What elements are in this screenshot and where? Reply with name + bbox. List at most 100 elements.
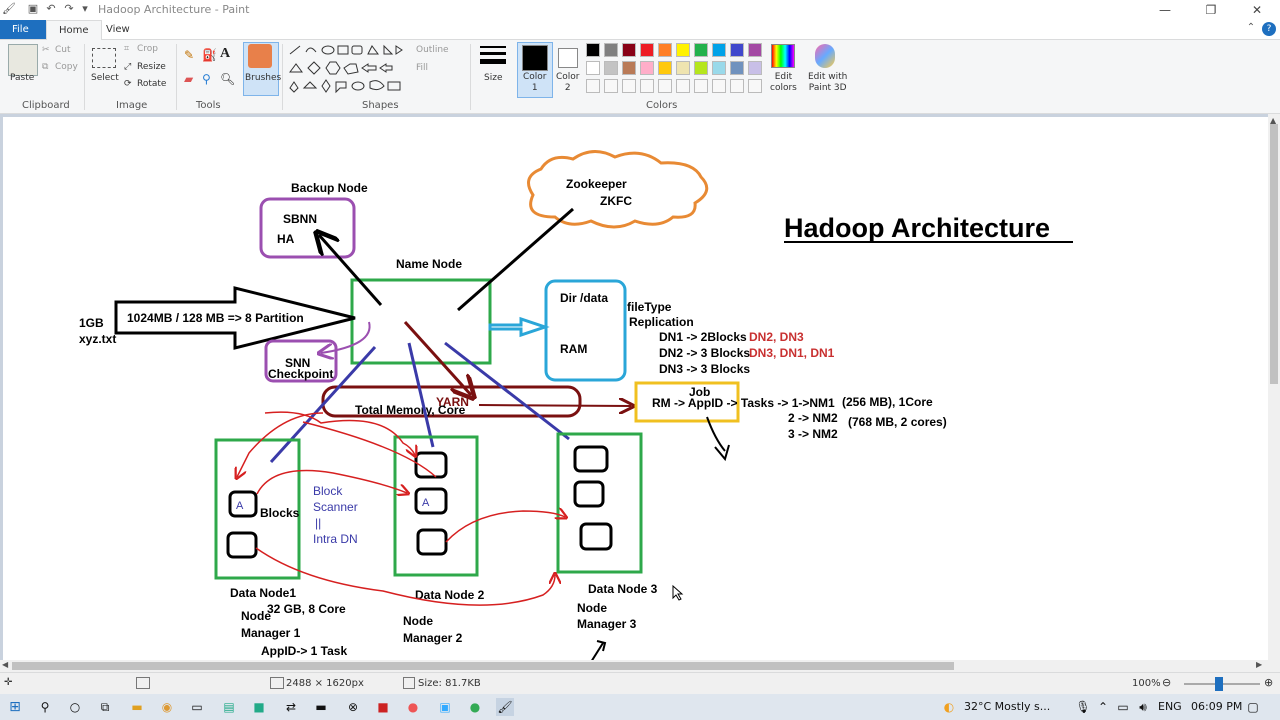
media-icon[interactable]: ▬ xyxy=(315,700,327,714)
windows-start-icon[interactable]: ⊞ xyxy=(9,699,21,715)
color2-label[interactable]: Color 2 xyxy=(556,72,580,93)
palette-swatch[interactable] xyxy=(730,61,744,75)
tray-chevron-icon[interactable]: ⌃ xyxy=(1097,700,1109,714)
save-icon[interactable]: ▣ xyxy=(27,2,39,15)
cortana-icon[interactable]: ○ xyxy=(69,700,81,714)
color-picker-icon[interactable]: ⚲ xyxy=(202,72,211,86)
edit-paint3d-button[interactable]: Edit with Paint 3D xyxy=(808,72,848,93)
palette-swatch[interactable] xyxy=(748,61,762,75)
custom-color-slot[interactable] xyxy=(694,79,708,93)
pencil-icon[interactable]: ✎ xyxy=(184,48,195,62)
volume-icon[interactable]: 🔊︎ xyxy=(1139,700,1147,714)
select-icon[interactable] xyxy=(92,48,116,68)
size-line-icon[interactable] xyxy=(480,46,506,48)
notepad-icon[interactable]: ▤ xyxy=(223,700,235,714)
scroll-right-icon[interactable]: ▶ xyxy=(1256,660,1263,669)
tab-home[interactable]: Home xyxy=(46,20,102,40)
palette-swatch[interactable] xyxy=(604,43,618,57)
eraser-icon[interactable]: ▰ xyxy=(184,72,194,86)
crop-icon[interactable]: ⌗ xyxy=(124,44,130,54)
palette-swatch[interactable] xyxy=(730,43,744,57)
redo-icon[interactable]: ↷ xyxy=(64,2,74,15)
file-explorer-icon[interactable]: ▬ xyxy=(131,700,143,714)
tab-file[interactable]: File xyxy=(0,20,46,39)
palette-swatch[interactable] xyxy=(586,61,600,75)
horizontal-scrollbar[interactable]: ◀ ▶ xyxy=(0,660,1268,672)
help-icon[interactable]: ? xyxy=(1262,22,1276,36)
palette-swatch[interactable] xyxy=(586,43,600,57)
fill-bucket-icon[interactable]: ⛽ xyxy=(202,48,217,62)
vertical-scrollbar[interactable]: ▲ xyxy=(1268,114,1280,660)
palette-swatch[interactable] xyxy=(658,61,672,75)
vertical-scroll-thumb[interactable] xyxy=(1270,124,1278,384)
scroll-left-icon[interactable]: ◀ xyxy=(2,660,9,669)
undo-icon[interactable]: ↶ xyxy=(46,2,56,15)
zoom-in-icon[interactable]: ⊕ xyxy=(1264,676,1274,689)
custom-color-slot[interactable] xyxy=(676,79,690,93)
color2-swatch[interactable] xyxy=(558,48,578,68)
cut-button[interactable]: Cut xyxy=(55,45,71,55)
notifications-icon[interactable]: ▢ xyxy=(1247,700,1259,714)
close-button[interactable]: ✕ xyxy=(1251,3,1263,17)
palette-swatch[interactable] xyxy=(604,61,618,75)
collapse-ribbon-icon[interactable]: ⌃ xyxy=(1246,22,1256,33)
clock[interactable]: 06:09 PM xyxy=(1191,700,1243,713)
chat-icon[interactable]: ▣ xyxy=(439,700,451,714)
meet-icon[interactable]: ● xyxy=(469,700,481,714)
terminal-icon[interactable]: ■ xyxy=(253,700,265,714)
battery-icon[interactable]: ▭ xyxy=(1117,700,1129,714)
palette-swatch[interactable] xyxy=(676,61,690,75)
palette-swatch[interactable] xyxy=(712,61,726,75)
language-indicator[interactable]: ENG xyxy=(1158,700,1182,713)
paint3d-icon[interactable] xyxy=(815,44,835,68)
palette-swatch[interactable] xyxy=(712,43,726,57)
palette-swatch[interactable] xyxy=(640,61,654,75)
microphone-icon[interactable]: 🎙︎ xyxy=(1075,700,1091,714)
copy-icon[interactable]: ⧉ xyxy=(42,62,49,72)
scroll-up-icon[interactable]: ▲ xyxy=(1270,116,1277,125)
custom-color-slot[interactable] xyxy=(604,79,618,93)
tab-view[interactable]: View xyxy=(106,24,130,35)
customize-toolbar-icon[interactable]: ▾ xyxy=(82,2,88,15)
edit-colors-icon[interactable] xyxy=(771,44,795,68)
palette-swatch[interactable] xyxy=(640,43,654,57)
chrome-icon[interactable]: ◉ xyxy=(161,700,173,714)
maximize-button[interactable]: ❐ xyxy=(1205,3,1217,17)
rotate-button[interactable]: Rotate xyxy=(137,79,167,89)
paint-taskbar-icon[interactable]: 🖌 xyxy=(496,698,514,716)
custom-color-slot[interactable] xyxy=(640,79,654,93)
resize-button[interactable]: Resize xyxy=(137,62,166,72)
palette-swatch[interactable] xyxy=(748,43,762,57)
weather-text[interactable]: 32°C Mostly s... xyxy=(964,700,1051,713)
custom-color-slot[interactable] xyxy=(712,79,726,93)
palette-swatch[interactable] xyxy=(622,61,636,75)
zoom-slider-thumb[interactable] xyxy=(1215,677,1223,691)
edit-colors-button[interactable]: Edit colors xyxy=(770,72,797,93)
network-app-icon[interactable]: ⇄ xyxy=(285,700,297,714)
rotate-icon[interactable]: ⟳ xyxy=(124,79,132,89)
paste-icon[interactable] xyxy=(8,44,38,76)
shapes-gallery[interactable] xyxy=(288,44,410,94)
drawing-canvas[interactable]: Hadoop Architecture Zookeeper ZKFC Backu… xyxy=(3,117,1268,660)
custom-color-slot[interactable] xyxy=(748,79,762,93)
custom-color-slot[interactable] xyxy=(586,79,600,93)
task-view-icon[interactable]: ⧉ xyxy=(100,700,110,714)
paste-button[interactable]: Paste xyxy=(10,73,35,83)
search-icon[interactable]: ⚲ xyxy=(40,700,50,714)
size-button[interactable]: Size xyxy=(484,73,503,83)
text-tool-icon[interactable]: A xyxy=(220,46,231,61)
palette-swatch[interactable] xyxy=(694,43,708,57)
cut-icon[interactable]: ✂ xyxy=(42,45,50,55)
outline-dropdown[interactable]: Outline xyxy=(416,45,449,55)
zoom-out-icon[interactable]: ⊖ xyxy=(1162,676,1172,689)
palette-swatch[interactable] xyxy=(622,43,636,57)
custom-color-slot[interactable] xyxy=(730,79,744,93)
minimize-button[interactable]: — xyxy=(1159,3,1171,17)
app-icon[interactable]: ▭ xyxy=(191,700,203,714)
pdf-reader-icon[interactable]: ■ xyxy=(377,700,389,714)
palette-swatch[interactable] xyxy=(694,61,708,75)
horizontal-scroll-thumb[interactable] xyxy=(12,662,954,670)
custom-color-slot[interactable] xyxy=(622,79,636,93)
custom-color-slot[interactable] xyxy=(658,79,672,93)
crop-button[interactable]: Crop xyxy=(137,44,159,54)
